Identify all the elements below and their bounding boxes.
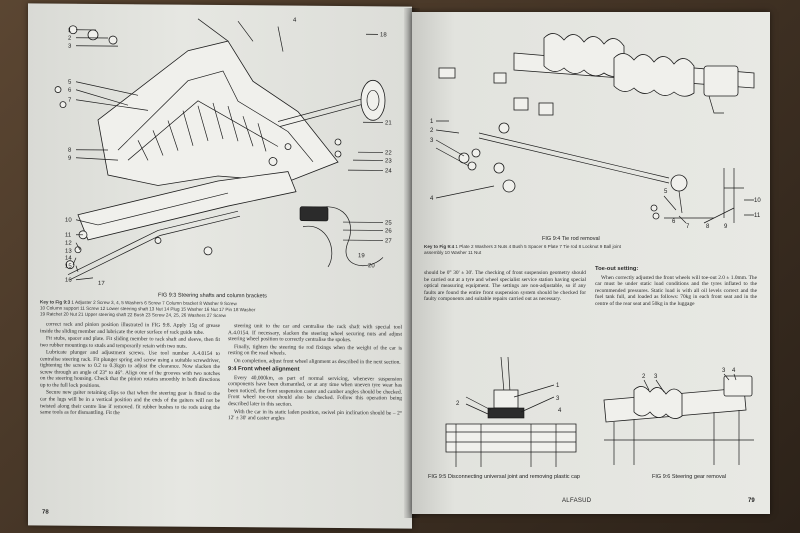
callout-23: 23: [385, 158, 392, 164]
callout-16: 16: [65, 278, 72, 284]
figure-9-5: 1 2 3 4: [426, 352, 586, 472]
callout-4: 4: [558, 408, 562, 414]
callout-15: 15: [65, 264, 72, 270]
figure-9-5-caption: FIG 9:5 Disconnecting universal joint an…: [428, 474, 580, 480]
paragraph: When correctly adjusted the front wheels…: [595, 274, 757, 307]
callout-9: 9: [68, 156, 72, 162]
callout-12: 12: [65, 241, 72, 247]
figure-9-6-drawing: 2 3 3 4: [603, 368, 754, 465]
figure-9-3-drawing: 1 2 3 5 6 7 8 9 10 11 12 13 14 15 16 17 …: [54, 18, 392, 287]
callout-13: 13: [65, 249, 72, 255]
paragraph: Fit stubs, spacer and plate. Fit sliding…: [40, 335, 220, 350]
figure-9-6: 2 3 3 4: [594, 360, 759, 470]
paragraph: Every 40,000km, as part of normal servic…: [228, 374, 402, 408]
callout-6: 6: [68, 88, 72, 94]
callout-5: 5: [664, 189, 668, 195]
page-number-right: 79: [748, 498, 755, 504]
figure-9-4-caption: FIG 9:4 Tie rod removal: [542, 236, 600, 242]
left-column-1: correct rack and pinion position illustr…: [40, 321, 220, 418]
callout-2: 2: [456, 401, 460, 407]
callout-5: 5: [68, 80, 72, 86]
callout-20: 20: [368, 263, 375, 269]
callout-3: 3: [68, 44, 72, 50]
paragraph: Lubricate plunger and adjustment screws.…: [40, 349, 220, 389]
left-column-2: steering unit to the car and centralise …: [228, 323, 402, 424]
callout-14: 14: [65, 256, 72, 262]
callout-17: 17: [98, 281, 105, 287]
figure-9-4-key-line-2: assembly 10 Washer 11 Nut: [424, 250, 482, 256]
left-page: 1 2 3 5 6 7 8 9 10 11 12 13 14 15 16 17 …: [28, 3, 412, 529]
callout-10: 10: [754, 198, 761, 204]
callout-8: 8: [706, 224, 710, 230]
callout-1: 1: [68, 28, 72, 34]
callout-7: 7: [68, 98, 72, 104]
callout-2: 2: [642, 374, 646, 380]
figure-9-4-key-label: Key to Fig 9:4: [424, 244, 455, 249]
callout-11: 11: [65, 233, 72, 239]
figure-9-3-key-label: Key to Fig 9:3: [40, 299, 71, 305]
figure-9-3-caption: FIG 9:3 Steering shafts and column brack…: [158, 292, 267, 300]
callout-18: 18: [380, 32, 387, 38]
figure-9-4-key-line-1: 1 Plate 2 Washers 3 Nuts 4 Bush 5 Spacer…: [455, 244, 621, 249]
right-column-2: Toe-out setting: When correctly adjusted…: [595, 264, 757, 308]
callout-4: 4: [732, 368, 736, 374]
paragraph: steering unit to the car and centralise …: [228, 323, 402, 344]
callout-2: 2: [68, 36, 72, 42]
callout-24: 24: [385, 168, 392, 174]
callout-22: 22: [385, 150, 392, 156]
callout-3: 3: [430, 138, 434, 144]
callout-25: 25: [385, 220, 392, 226]
paragraph: should be 0° 30' ± 30'. The checking of …: [424, 270, 586, 303]
figure-9-6-caption: FIG 9:6 Steering gear removal: [652, 474, 726, 480]
callout-11: 11: [754, 213, 761, 219]
figure-9-4: 1 2 3 4 5 6 7 8 9 10 11: [424, 18, 764, 236]
right-page: 1 2 3 4 5 6 7 8 9 10 11 FIG 9:4 Tie rod …: [412, 12, 770, 514]
page-number-left: 78: [42, 509, 49, 516]
paragraph: Finally, tighten the steering tie rod fi…: [228, 343, 402, 357]
section-heading-9-4: 9:4 Front wheel alignment: [228, 366, 300, 373]
callout-27: 27: [385, 238, 392, 244]
callout-2: 2: [430, 128, 434, 134]
callout-3a: 3: [654, 374, 658, 380]
callout-19: 19: [358, 253, 365, 259]
running-title: ALFASUD: [562, 498, 592, 504]
paragraph: correct rack and pinion position illustr…: [40, 321, 220, 336]
section-heading-toe-out: Toe-out setting:: [595, 266, 639, 272]
callout-4: 4: [293, 18, 297, 24]
callout-1: 1: [430, 119, 434, 125]
callout-3: 3: [556, 396, 560, 402]
callout-7: 7: [686, 224, 690, 230]
figure-9-4-key: Key to Fig 9:4 1 Plate 2 Washers 3 Nuts …: [424, 244, 759, 256]
callout-10: 10: [65, 218, 72, 224]
paragraph: With the car in its static laden positio…: [228, 408, 402, 422]
callout-3b: 3: [722, 368, 726, 374]
figure-9-5-drawing: 1 2 3 4: [445, 356, 577, 467]
callout-4: 4: [430, 196, 434, 202]
figure-9-3: 1 2 3 5 6 7 8 9 10 11 12 13 14 15 16 17 …: [38, 9, 398, 294]
callout-26: 26: [385, 228, 392, 234]
paragraph: Secure new gaiter retaining clips so tha…: [40, 389, 220, 417]
callout-21: 21: [385, 120, 392, 126]
callout-1: 1: [556, 383, 560, 389]
callout-9: 9: [724, 224, 728, 230]
right-column-1: should be 0° 30' ± 30'. The checking of …: [424, 270, 586, 304]
figure-9-4-drawing: 1 2 3 4 5 6 7 8 9 10 11: [430, 33, 761, 230]
callout-8: 8: [68, 148, 72, 154]
figure-9-3-key: Key to Fig 9:3 1 Adjuster 2 Screw 3, 4, …: [40, 299, 400, 321]
callout-6: 6: [672, 219, 676, 225]
paragraph: On completion, adjust front wheel alignm…: [234, 357, 401, 366]
